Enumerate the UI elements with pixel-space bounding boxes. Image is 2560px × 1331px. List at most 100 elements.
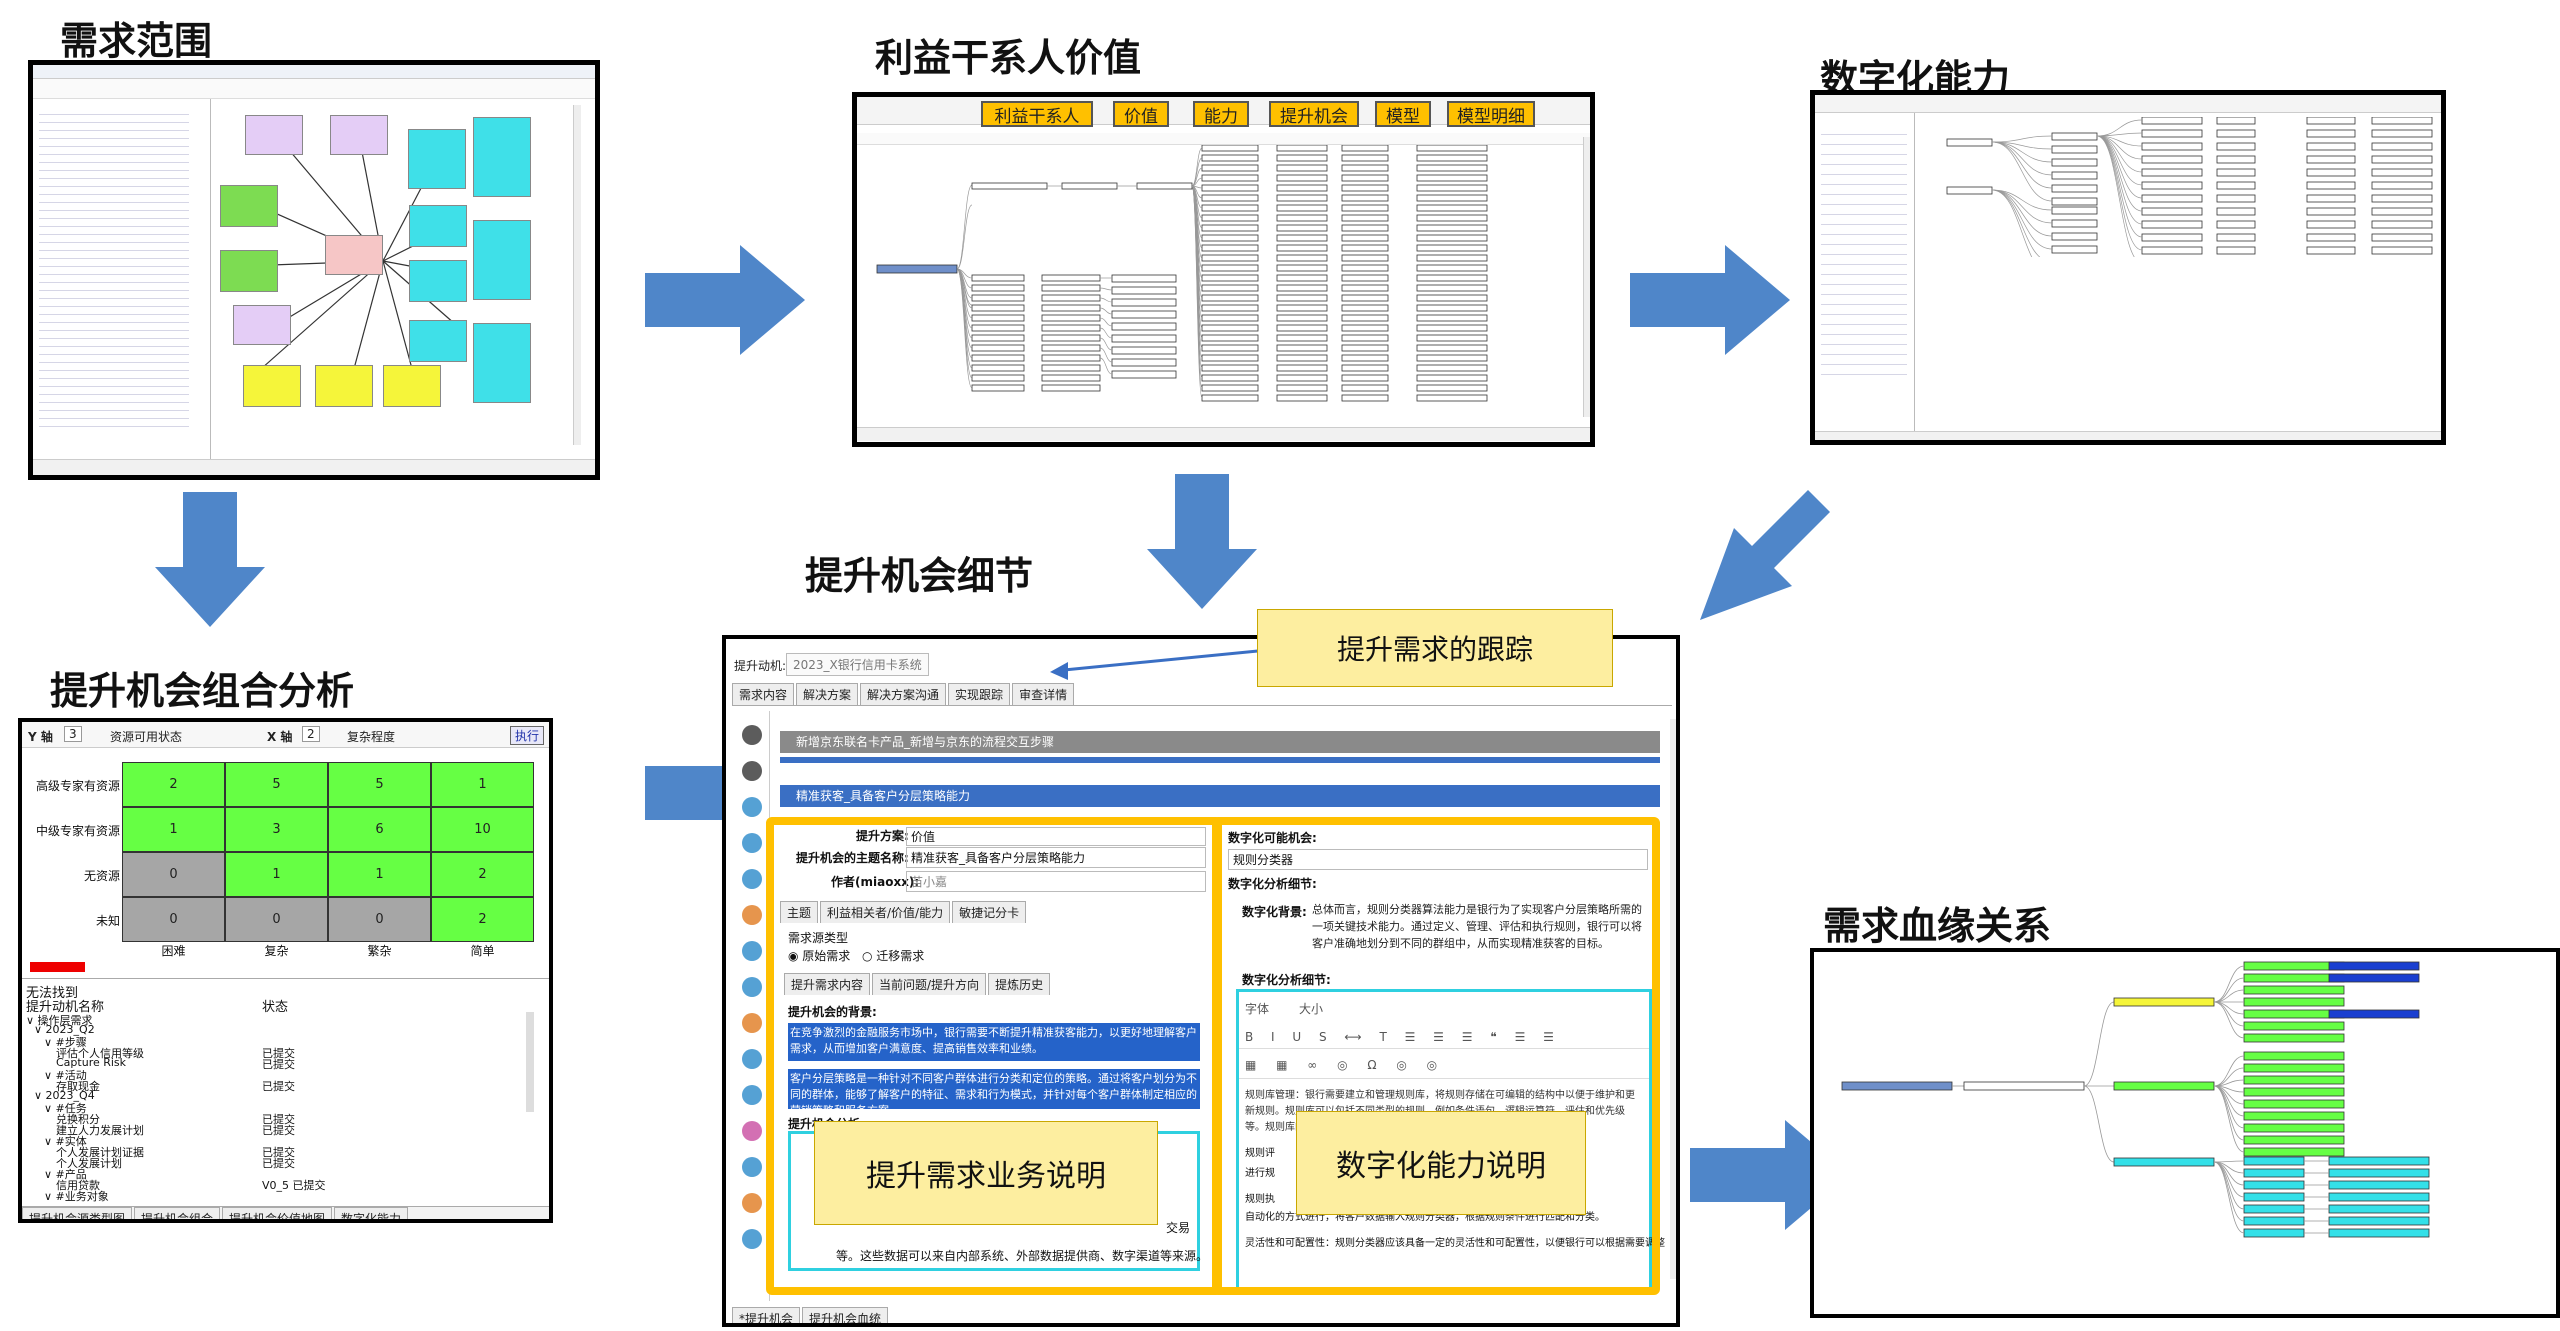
subtab2-content[interactable]: 提升需求内容 (784, 973, 871, 995)
hdr-stakeholder[interactable]: 利益干系人 (981, 101, 1093, 127)
dc-input[interactable]: 规则分类器 (1228, 849, 1648, 870)
grid-cell[interactable]: 0 (122, 852, 225, 897)
grid-cell[interactable]: 5 (225, 762, 328, 807)
list-item[interactable]: 信用贷款 (56, 1179, 100, 1192)
editor-size[interactable]: 大小 (1299, 1002, 1324, 1016)
run-button[interactable]: 执行 (510, 726, 545, 745)
tree-node (971, 274, 1025, 282)
tool-icon[interactable] (742, 1049, 762, 1069)
tree-node (1111, 286, 1177, 295)
tool-icon[interactable] (742, 797, 762, 817)
grid-cell[interactable]: 0 (328, 897, 431, 942)
tool-icon[interactable] (742, 1121, 762, 1141)
list-item[interactable]: 存取现金 (56, 1080, 100, 1093)
tab-portfolio[interactable]: 提升机会组合 (134, 1207, 221, 1219)
tab-content[interactable]: 需求内容 (732, 683, 795, 705)
list-item[interactable]: 评估个人信用等级 (56, 1047, 144, 1060)
list-item[interactable]: ∨ #活动 (44, 1069, 87, 1082)
lineage-title: 需求血缘关系 (1823, 904, 2052, 948)
grid-cell[interactable]: 1 (431, 762, 534, 807)
tool-icon[interactable] (742, 941, 762, 961)
bg-para2[interactable]: 客户分层策略是一种针对不同客户群体进行分类和定位的策略。通过将客户划分为不同的群… (788, 1069, 1200, 1109)
list-item[interactable]: 建立人力发展计划 (56, 1124, 144, 1137)
tool-icon[interactable] (742, 869, 762, 889)
hdr-model[interactable]: 模型 (1375, 101, 1431, 127)
hdr-value[interactable]: 价值 (1113, 101, 1169, 127)
tree-node (1276, 154, 1328, 162)
list-item[interactable]: ∨ #步骤 (44, 1036, 87, 1049)
topic-input[interactable]: 精准获客_具备客户分层策略能力 (906, 847, 1206, 868)
subtab2-problem[interactable]: 当前问题/提升方向 (872, 973, 987, 995)
grid-cell[interactable]: 2 (122, 762, 225, 807)
bottom-tab-lineage[interactable]: 提升机会血统 (802, 1307, 889, 1323)
x-axis-select[interactable]: 2 (302, 726, 320, 742)
bottom-tab-opportunity[interactable]: *提升机会 (732, 1307, 801, 1323)
tool-icon[interactable] (742, 761, 762, 781)
tool-icon[interactable] (742, 1085, 762, 1105)
list-item[interactable]: 个人发展计划 (56, 1157, 122, 1170)
hdr-capability[interactable]: 能力 (1193, 101, 1249, 127)
bar-jd[interactable]: 新增京东联名卡产品_新增与京东的流程交互步骤 (780, 731, 1660, 753)
grid-cell[interactable]: 2 (431, 897, 534, 942)
list-item[interactable]: 兑换积分 (56, 1113, 100, 1126)
tab-solution-comm[interactable]: 解决方案沟通 (860, 683, 947, 705)
tab-source-type[interactable]: 提升机会源类型图 (22, 1207, 133, 1219)
bar-precise[interactable]: 精准获客_具备客户分层策略能力 (780, 785, 1660, 807)
editor-font[interactable]: 字体 (1245, 1002, 1270, 1016)
tab-digital[interactable]: 数字化能力 (334, 1207, 409, 1219)
tab-solution[interactable]: 解决方案 (796, 683, 859, 705)
tool-icon[interactable] (742, 1229, 762, 1249)
tool-icon[interactable] (742, 977, 762, 997)
list-item[interactable]: ∨ 操作层需求 (26, 1014, 93, 1027)
grid-cell[interactable]: 5 (328, 762, 431, 807)
motive-select[interactable]: 2023_X银行信用卡系统 (786, 653, 929, 676)
tool-icon[interactable] (742, 725, 762, 745)
tree-node (1041, 364, 1101, 372)
list-item[interactable]: ∨ #产品 (44, 1168, 87, 1181)
tool-icon[interactable] (742, 833, 762, 853)
subtab2-history[interactable]: 提炼历史 (988, 973, 1051, 995)
radio-original[interactable]: ◉ 原始需求 (788, 949, 851, 963)
bg-para1[interactable]: 在竞争激烈的金融服务市场中，银行需要不断提升精准获客能力，以更好地理解客户需求，… (788, 1023, 1200, 1061)
tree-node (1201, 344, 1259, 352)
tool-icon[interactable] (742, 1193, 762, 1213)
editor-toolbar-2[interactable]: ▦ ▦ ∞ ◎ Ω ◎ ◎ (1245, 1058, 1446, 1072)
grid-cell[interactable]: 1 (328, 852, 431, 897)
list-item[interactable]: Capture Risk (56, 1056, 127, 1069)
list-item[interactable]: ∨ 2023_Q4 (34, 1089, 95, 1102)
tab-value-map[interactable]: 提升机会价值地图 (222, 1207, 333, 1219)
grid-cell[interactable]: 0 (122, 897, 225, 942)
field-value[interactable]: 价值 (906, 827, 1206, 846)
stakeholder-panel: 利益干系人 价值 能力 提升机会 模型 模型明细 (852, 92, 1595, 447)
hdr-opportunity[interactable]: 提升机会 (1269, 101, 1359, 127)
grid-cell[interactable]: 0 (225, 897, 328, 942)
author-input[interactable]: 苗小嘉 (906, 871, 1206, 892)
radio-migrate[interactable]: ○ 迁移需求 (862, 949, 925, 963)
grid-cell[interactable]: 6 (328, 807, 431, 852)
list-item[interactable]: ∨ #实体 (44, 1135, 87, 1148)
tool-icon[interactable] (742, 905, 762, 925)
grid-cell[interactable]: 1 (122, 807, 225, 852)
grid-cell[interactable]: 3 (225, 807, 328, 852)
tool-icon[interactable] (742, 1013, 762, 1033)
grid-cell[interactable]: 2 (431, 852, 534, 897)
tree-node (1341, 234, 1389, 242)
subtab-scorecard[interactable]: 敏捷记分卡 (952, 901, 1027, 923)
subtab-stakeholder[interactable]: 利益相关者/价值/能力 (820, 901, 951, 923)
tree-node (1341, 254, 1389, 262)
tree-node (2141, 142, 2203, 151)
editor-toolbar[interactable]: B I U S ⟷ T ☰ ☰ ☰ ❝ ☰ ☰ (1245, 1030, 1561, 1044)
list-item[interactable]: ∨ #业务对象 (44, 1190, 109, 1203)
tool-icon[interactable] (742, 1157, 762, 1177)
grid-cell[interactable]: 10 (431, 807, 534, 852)
tab-review[interactable]: 审查详情 (1012, 683, 1075, 705)
list-item[interactable]: ∨ 2023_Q2 (34, 1023, 95, 1036)
list-item[interactable]: 个人发展计划证据 (56, 1146, 144, 1159)
hdr-model-detail[interactable]: 模型明细 (1447, 101, 1535, 127)
grid-cell[interactable]: 1 (225, 852, 328, 897)
y-axis-select[interactable]: 3 (64, 726, 82, 742)
subtab-topic[interactable]: 主题 (780, 901, 819, 923)
list-item[interactable]: ∨ #任务 (44, 1102, 87, 1115)
tab-tracking[interactable]: 实现跟踪 (948, 683, 1011, 705)
